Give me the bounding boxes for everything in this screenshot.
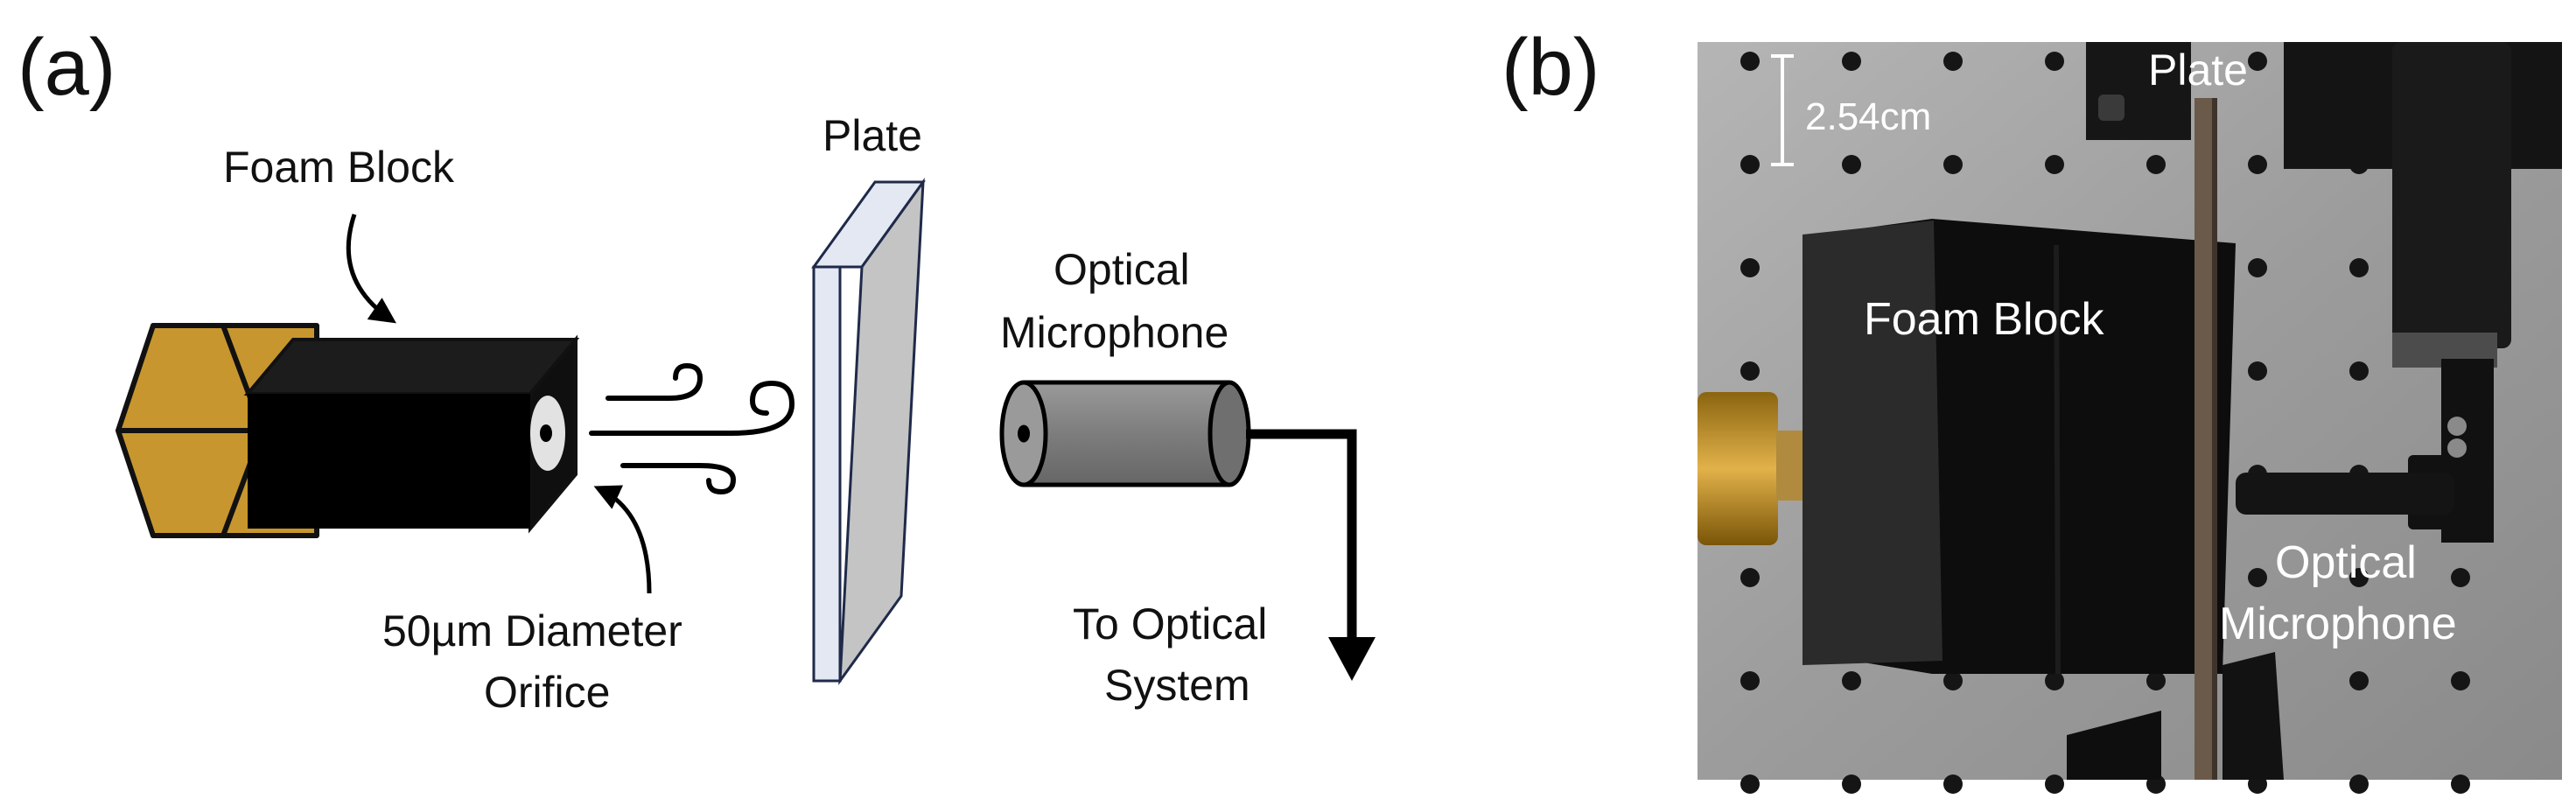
plate-label: Plate — [822, 111, 922, 160]
table-hole — [2248, 258, 2267, 277]
table-hole — [2146, 155, 2166, 174]
table-hole — [1842, 671, 1861, 690]
table-hole — [1842, 52, 1861, 71]
table-hole — [1842, 774, 1861, 794]
table-hole — [2248, 155, 2267, 174]
table-hole — [1943, 155, 1963, 174]
cable-line — [1246, 429, 1357, 639]
foam-block — [243, 334, 580, 534]
orifice-label-line1: 50µm Diameter — [382, 606, 682, 655]
table-hole — [2451, 774, 2470, 794]
foam-pad — [1802, 221, 1942, 665]
table-hole — [2045, 671, 2064, 690]
table-hole — [1943, 774, 1963, 794]
photo: 2.54cm Plate Foam Block Optical Micropho… — [1698, 42, 2562, 794]
table-hole — [1842, 155, 1861, 174]
table-hole — [2248, 361, 2267, 381]
scale-bar — [1771, 54, 1794, 166]
table-hole — [2045, 774, 2064, 794]
photo-plate-label: Plate — [2148, 46, 2248, 95]
orifice — [530, 396, 565, 471]
to-optical-label-line1: To Optical — [1073, 599, 1267, 648]
table-hole — [1943, 52, 1963, 71]
table-hole — [2045, 155, 2064, 174]
table-hole — [1740, 568, 1760, 587]
foam-block-arrow — [346, 214, 396, 324]
mic-holder-post — [2392, 42, 2511, 348]
table-hole — [2349, 774, 2369, 794]
mic-barrel — [2236, 473, 2454, 515]
plate — [811, 177, 926, 686]
cable-arrowhead — [1328, 637, 1376, 681]
table-hole — [2248, 568, 2267, 587]
optical-mic-label-line1: Optical — [1054, 245, 1190, 294]
brass-knob — [1698, 392, 1778, 545]
airflow-icon — [589, 362, 795, 495]
table-hole — [2146, 671, 2166, 690]
table-hole — [1740, 52, 1760, 71]
table-hole — [1740, 155, 1760, 174]
table-hole — [2451, 671, 2470, 690]
orifice-label-line2: Orifice — [484, 668, 610, 717]
photo-optical-mic-label-line2: Microphone — [2219, 599, 2457, 649]
foam-block-label: Foam Block — [223, 143, 455, 192]
table-hole — [2349, 361, 2369, 381]
panel-a-label: (a) — [18, 23, 116, 112]
to-optical-label-line2: System — [1104, 661, 1250, 710]
panel-b-label: (b) — [1502, 23, 1600, 112]
table-hole — [1740, 361, 1760, 381]
optical-mic-label-line2: Microphone — [1000, 308, 1228, 357]
table-hole — [1740, 258, 1760, 277]
optical-microphone — [999, 380, 1251, 487]
table-hole — [1740, 774, 1760, 794]
table-hole — [2349, 258, 2369, 277]
table-hole — [2248, 52, 2267, 71]
photo-foam-block-label: Foam Block — [1864, 294, 2105, 345]
photo-optical-mic-label-line1: Optical — [2275, 537, 2417, 588]
table-hole — [2451, 568, 2470, 587]
table-hole — [1943, 671, 1963, 690]
table-hole — [2349, 568, 2369, 587]
panel-a: (a) Foam Block 50µm Diameter Orifice — [18, 23, 1376, 717]
orifice-arrow — [593, 485, 652, 594]
panel-b: (b) — [1502, 23, 2562, 794]
table-hole — [1740, 671, 1760, 690]
top-mount-left — [2086, 42, 2191, 140]
table-hole — [2045, 52, 2064, 71]
plate-strip — [2194, 98, 2214, 780]
scale-label: 2.54cm — [1805, 95, 1931, 138]
table-hole — [2349, 671, 2369, 690]
